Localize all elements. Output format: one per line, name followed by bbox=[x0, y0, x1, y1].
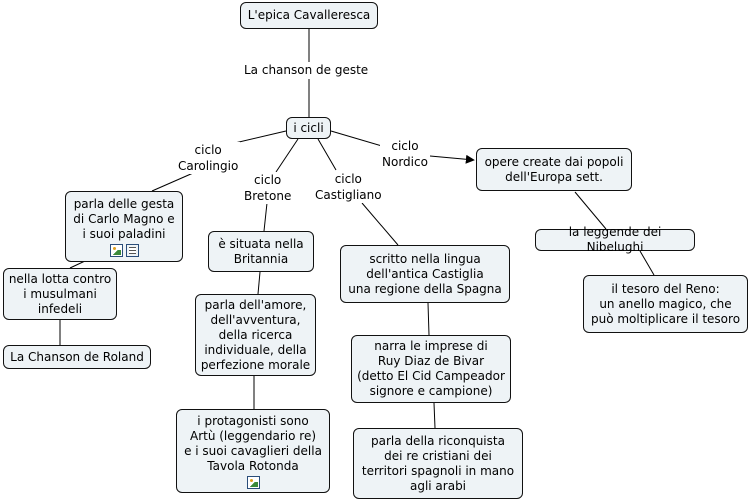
image-icon[interactable] bbox=[109, 243, 123, 257]
node-britannia-text: è situata nella Britannia bbox=[218, 236, 304, 266]
node-europa-text: opere create dai popoli dell'Europa sett… bbox=[484, 154, 624, 184]
line-cicli-nordico bbox=[330, 130, 383, 147]
node-riconquista[interactable]: parla della riconquista dei re cristiani… bbox=[353, 428, 523, 499]
node-amore-text: parla dell'amore, dell'avventura, della … bbox=[200, 297, 311, 372]
node-ruy[interactable]: narra le imprese di Ruy Diaz de Bivar (d… bbox=[351, 335, 511, 403]
line-castiglia-ruy bbox=[427, 302, 430, 336]
node-reno-text: il tesoro del Reno: un anello magico, ch… bbox=[590, 281, 741, 326]
node-protagonisti[interactable]: i protagonisti sono Artù (leggendario re… bbox=[176, 409, 330, 493]
document-icon[interactable] bbox=[125, 243, 139, 257]
node-castiglia-text: scritto nella lingua dell'antica Castigl… bbox=[348, 251, 502, 296]
line-bretone-britannia bbox=[263, 202, 268, 232]
link-label-nordico: ciclo Nordico bbox=[380, 138, 430, 170]
line-nibelughi-reno bbox=[639, 250, 655, 276]
node-amore[interactable]: parla dell'amore, dell'avventura, della … bbox=[195, 294, 316, 376]
node-britannia[interactable]: è situata nella Britannia bbox=[208, 231, 314, 272]
node-root-text: L'epica Cavalleresca bbox=[247, 8, 371, 22]
node-roland-text: La Chanson de Roland bbox=[10, 349, 144, 364]
node-reno[interactable]: il tesoro del Reno: un anello magico, ch… bbox=[583, 275, 748, 333]
node-carolingio-desc[interactable]: parla delle gesta di Carlo Magno e i suo… bbox=[65, 191, 183, 262]
link-label-carolingio: ciclo Carolingio bbox=[176, 142, 241, 174]
line-cicli-castigliano bbox=[317, 138, 337, 171]
line-castigliano-castiglia bbox=[361, 202, 399, 246]
node-ruy-text: narra le imprese di Ruy Diaz de Bivar (d… bbox=[357, 339, 505, 398]
link-label-castigliano: ciclo Castigliano bbox=[313, 171, 384, 203]
node-lotta[interactable]: nella lotta contro i musulmani infedeli bbox=[3, 268, 117, 320]
node-lotta-text: nella lotta contro i musulmani infedeli bbox=[8, 271, 112, 316]
node-root[interactable]: L'epica Cavalleresca bbox=[240, 2, 378, 29]
line-nordico-europa bbox=[429, 154, 475, 164]
node-protagonisti-icons bbox=[246, 475, 260, 489]
node-carolingio-desc-text: parla delle gesta di Carlo Magno e i suo… bbox=[73, 196, 175, 241]
line-europa-nibelughi bbox=[574, 191, 607, 230]
node-carolingio-icons bbox=[109, 243, 139, 257]
node-protagonisti-text: i protagonisti sono Artù (leggendario re… bbox=[184, 413, 322, 473]
node-castiglia[interactable]: scritto nella lingua dell'antica Castigl… bbox=[340, 245, 510, 303]
image-icon[interactable] bbox=[246, 475, 260, 489]
line-britannia-amore bbox=[257, 271, 261, 295]
node-cicli[interactable]: i cicli bbox=[286, 117, 331, 139]
node-nibelughi-text: la leggende dei Nibelughi bbox=[568, 225, 662, 254]
node-cicli-text: i cicli bbox=[293, 120, 324, 135]
node-riconquista-text: parla della riconquista dei re cristiani… bbox=[361, 433, 515, 493]
link-label-bretone: ciclo Bretone bbox=[242, 172, 294, 204]
node-nibelughi[interactable]: la leggende dei Nibelughi bbox=[535, 225, 695, 254]
node-europa[interactable]: opere create dai popoli dell'Europa sett… bbox=[476, 148, 632, 191]
line-ruy-riconquista bbox=[433, 402, 436, 429]
link-label-chanson: La chanson de geste bbox=[242, 62, 371, 78]
line-cicli-bretone bbox=[275, 138, 299, 173]
node-roland[interactable]: La Chanson de Roland bbox=[3, 345, 151, 369]
